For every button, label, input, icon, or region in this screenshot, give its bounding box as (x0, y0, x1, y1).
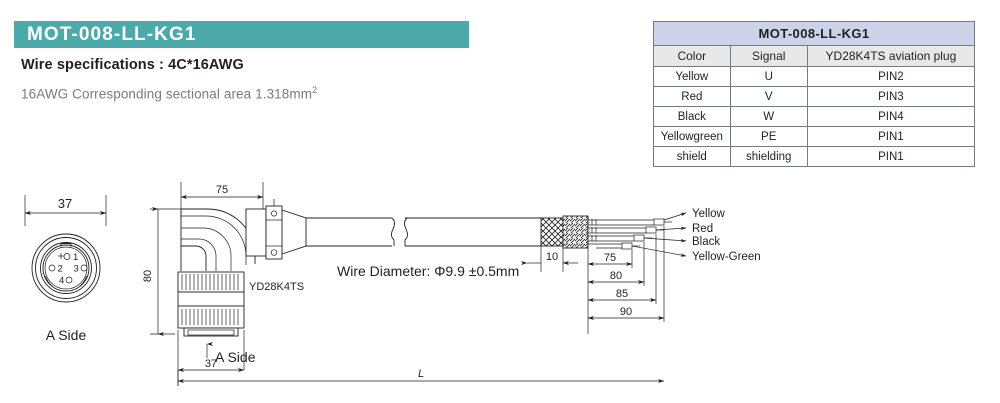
cell-color: Yellowgreen (653, 126, 731, 147)
pin-3: 3 (74, 264, 88, 275)
table-title-row: MOT-008-LL-KG1 (653, 21, 975, 46)
conductor-yellow (588, 218, 672, 226)
connector-width-dimension: 37 (177, 330, 245, 386)
technical-drawing: 37 1 2 3 4 (0, 168, 1000, 403)
braid-length-value: 10 (546, 251, 558, 263)
cell-signal: V (729, 86, 808, 107)
a-side-callout-label: A Side (215, 349, 256, 365)
cell-color: shield (653, 146, 731, 167)
pin-1: 1 (63, 252, 78, 263)
conductor-black (588, 234, 652, 242)
pin-1-label: 1 (73, 252, 78, 263)
backshell-clamp (245, 199, 307, 260)
table-row: Yellowgreen PE PIN1 (653, 126, 976, 147)
pinout-table: MOT-008-LL-KG1 Color Signal YD28K4TS avi… (653, 21, 976, 167)
a-side-width-value: 37 (58, 196, 72, 211)
cell-color: Black (653, 106, 731, 127)
a-side-callout: A Side (206, 341, 256, 365)
cell-pin: PIN2 (806, 66, 976, 87)
cell-color: Red (653, 86, 731, 107)
cable-side-view: 75 80 (142, 182, 761, 386)
cable-jacket (306, 217, 541, 247)
conductor-breakout (588, 218, 672, 250)
cell-pin: PIN3 (806, 86, 976, 107)
braid-length-dimension: 10 (521, 246, 578, 272)
breakout-dim-90: 90 (620, 306, 632, 318)
breakout-dim-75: 75 (604, 252, 616, 264)
connector-part-number-label: YD28K4TS (249, 281, 304, 293)
cell-signal: PE (729, 126, 808, 147)
elbow-bend-lines (180, 208, 256, 271)
a-side-face-view: 37 1 2 3 4 (24, 195, 107, 343)
breakout-dim-80: 80 (610, 270, 622, 282)
cell-signal: U (729, 66, 808, 87)
connector-body (177, 271, 245, 337)
pin-cross-marker (58, 253, 64, 259)
cell-pin: PIN1 (806, 146, 976, 167)
page-title: MOT-008-LL-KG1 (27, 23, 197, 45)
connector-height-dimension: 80 (142, 206, 186, 337)
table-title-cell: MOT-008-LL-KG1 (653, 21, 975, 46)
cell-color: Yellow (653, 66, 731, 87)
breakout-dim-85: 85 (616, 288, 628, 300)
sectional-area-main: 16AWG Corresponding sectional area 1.318… (21, 86, 313, 102)
overall-length-dimension: L (177, 368, 665, 386)
wire-label-red: Red (692, 223, 713, 235)
pin-4: 4 (59, 276, 73, 287)
cell-pin: PIN1 (806, 126, 976, 147)
pin-2-label: 2 (58, 264, 63, 275)
wire-label-yellow: Yellow (692, 208, 726, 220)
column-header-plug: YD28K4TS aviation plug (806, 45, 976, 67)
sectional-area-superscript: 2 (312, 85, 318, 95)
heatshrink-sleeve-section (562, 215, 589, 249)
a-side-width-dimension: 37 (24, 195, 107, 226)
wire-label-callouts: Yellow Red Black Yellow-Green (631, 208, 761, 263)
braided-shield-section (540, 217, 564, 247)
breakout-dimensions: 75 80 85 90 (587, 226, 665, 334)
wire-diameter-note: Wire Diameter: Φ9.9 ±0.5mm (337, 263, 519, 279)
cell-signal: W (729, 106, 808, 127)
wire-label-yellow-green: Yellow-Green (692, 251, 761, 263)
connector-width-value: 37 (205, 358, 217, 370)
product-title-bar: MOT-008-LL-KG1 (14, 21, 469, 48)
pin-4-label: 4 (59, 276, 64, 287)
wire-label-black: Black (692, 236, 720, 248)
table-row: shield shielding PIN1 (653, 146, 976, 167)
table-row: Yellow U PIN2 (653, 66, 976, 87)
column-header-color: Color (653, 45, 731, 67)
table-header-row: Color Signal YD28K4TS aviation plug (653, 45, 976, 67)
table-row: Red V PIN3 (653, 86, 976, 107)
cell-pin: PIN4 (806, 106, 976, 127)
overall-length-value: L (418, 368, 424, 380)
conductor-red (588, 226, 664, 234)
sectional-area-text: 16AWG Corresponding sectional area 1.318… (21, 85, 317, 102)
table-row: Black W PIN4 (653, 106, 976, 127)
elbow-length-value: 75 (216, 184, 228, 196)
cell-signal: shielding (729, 146, 808, 167)
a-side-view-caption: A Side (46, 327, 87, 343)
connector-height-value: 80 (142, 270, 154, 282)
wire-specification-text: Wire specifications : 4C*16AWG (21, 57, 244, 73)
pin-3-label: 3 (74, 264, 79, 275)
pin-2: 2 (48, 264, 63, 275)
column-header-signal: Signal (729, 45, 808, 67)
